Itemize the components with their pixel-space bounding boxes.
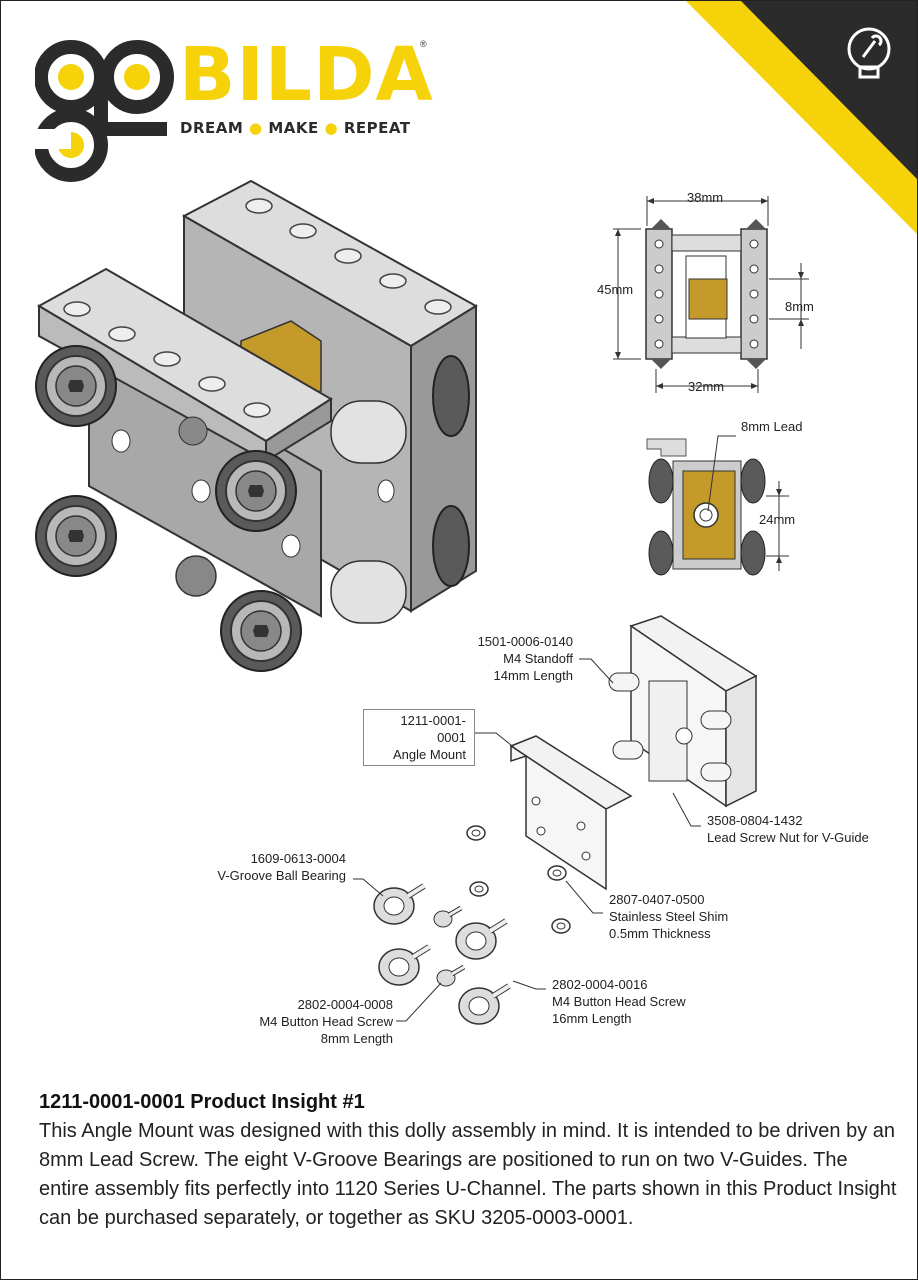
brand-tagline: DREAM ● MAKE ● REPEAT <box>180 119 411 137</box>
callout-part-number: 2802-0004-0016 <box>552 977 648 992</box>
top-view-diagram <box>613 196 809 393</box>
callout-part-number: 1609-0613-0004 <box>250 851 346 866</box>
callout-part-name: M4 Standoff <box>503 651 573 666</box>
callout-part-name: Angle Mount <box>393 747 466 762</box>
callout-lead-screw-nut: 3508-0804-1432 Lead Screw Nut for V-Guid… <box>707 812 869 846</box>
callout-screw-16mm: 2802-0004-0016 M4 Button Head Screw 16mm… <box>552 976 686 1027</box>
callout-part-detail: 16mm Length <box>552 1011 632 1026</box>
dim-nut: 24mm <box>759 512 796 527</box>
tagline-word: DREAM <box>180 119 244 137</box>
brand-name: BILDA <box>179 32 434 118</box>
callout-part-name: M4 Button Head Screw <box>552 994 686 1009</box>
callout-part-detail: 0.5mm Thickness <box>609 926 711 941</box>
main-assembly-illustration <box>35 179 478 672</box>
gobilda-logo-icon <box>35 40 174 182</box>
callout-part-name: Stainless Steel Shim <box>609 909 729 924</box>
dim-gap: 8mm <box>785 299 814 314</box>
callout-standoff: 1501-0006-0140 M4 Standoff 14mm Length <box>441 633 573 684</box>
callout-part-number: 3508-0804-1432 <box>707 813 803 828</box>
callout-part-name: V-Groove Ball Bearing <box>217 868 346 883</box>
dim-lead: 8mm Lead <box>741 419 803 434</box>
callout-part-number: 1501-0006-0140 <box>477 634 573 649</box>
tagline-word: MAKE <box>268 119 319 137</box>
product-insights-banner <box>686 1 917 234</box>
tagline-word: REPEAT <box>343 119 411 137</box>
front-view-diagram <box>646 435 789 576</box>
callout-part-name: M4 Button Head Screw <box>259 1014 393 1029</box>
dim-width-top: 38mm <box>687 190 724 205</box>
callout-part-name: Lead Screw Nut for V-Guide <box>707 830 869 845</box>
dim-height: 45mm <box>597 282 634 297</box>
insight-body: This Angle Mount was designed with this … <box>39 1120 897 1229</box>
dim-width-bottom: 32mm <box>688 379 725 394</box>
callout-leaders <box>353 658 701 1022</box>
lightbulb-wrench-icon <box>847 27 891 79</box>
callout-part-detail: 14mm Length <box>493 668 574 683</box>
insight-title: 1211-0001-0001 Product Insight #1 <box>39 1091 365 1113</box>
registered-mark: ® <box>420 39 427 49</box>
callout-part-detail: 8mm Length <box>320 1031 393 1046</box>
callout-bearing: 1609-0613-0004 V-Groove Ball Bearing <box>191 850 346 884</box>
callout-part-number: 2802-0004-0008 <box>297 997 393 1012</box>
callout-part-number: 2807-0407-0500 <box>609 892 705 907</box>
callout-part-number: 1211-0001-0001 <box>400 713 466 745</box>
assembly-illustrations <box>35 179 809 1081</box>
callout-shim: 2807-0407-0500 Stainless Steel Shim 0.5m… <box>609 891 728 942</box>
exploded-view-diagram <box>374 615 758 1024</box>
callout-angle-mount: 1211-0001-0001 Angle Mount <box>363 709 475 766</box>
callout-screw-8mm: 2802-0004-0008 M4 Button Head Screw 8mm … <box>231 996 393 1047</box>
